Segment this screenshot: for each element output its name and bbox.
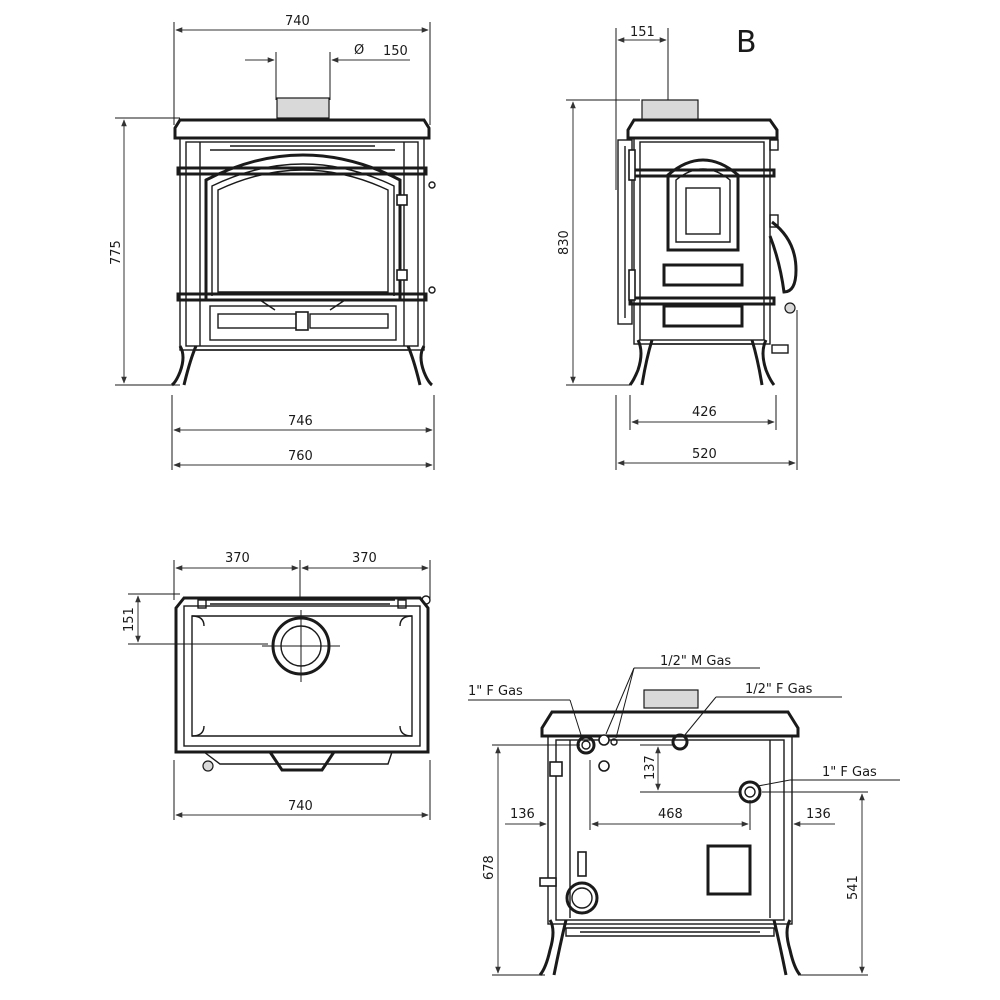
rear-view: 1" F Gas 1/2" M Gas 1/2" F Gas 1" F Gas … (468, 654, 900, 976)
side-flue-offset-label: 151 (630, 25, 655, 40)
gas-1in-right-label: 1" F Gas (822, 765, 877, 780)
front-width-total-label: 760 (288, 449, 313, 464)
top-half-right-label: 370 (352, 551, 377, 566)
flue-diameter-symbol: Ø (354, 43, 364, 58)
top-view: 370 370 151 740 (122, 551, 431, 820)
side-height-label: 830 (557, 230, 572, 255)
rear-height-678-label: 678 (482, 855, 497, 880)
top-width-label: 740 (288, 799, 313, 814)
front-height-label: 775 (109, 240, 124, 265)
rear-right-136-label: 136 (806, 807, 831, 822)
gas-1in-left-label: 1" F Gas (468, 684, 523, 699)
rear-offset-137-label: 137 (643, 755, 658, 780)
gas-half-m-label: 1/2" M Gas (660, 654, 731, 669)
rear-left-136-label: 136 (510, 807, 535, 822)
side-depth-total-label: 520 (692, 447, 717, 462)
gas-half-f-label: 1/2" F Gas (745, 682, 813, 697)
side-feet-depth-label: 426 (692, 405, 717, 420)
front-width-feet-label: 746 (288, 414, 313, 429)
rear-center-468-label: 468 (658, 807, 683, 822)
side-view: B 151 830 426 520 (557, 25, 798, 470)
top-flue-offset-label: 151 (122, 607, 137, 632)
rear-height-541-label: 541 (846, 875, 861, 900)
front-view: 740 Ø 150 775 746 760 (109, 14, 436, 470)
flue-diameter-label: 150 (383, 44, 408, 59)
top-half-left-label: 370 (225, 551, 250, 566)
front-width-top-label: 740 (285, 14, 310, 29)
view-label-b: B (736, 25, 757, 60)
